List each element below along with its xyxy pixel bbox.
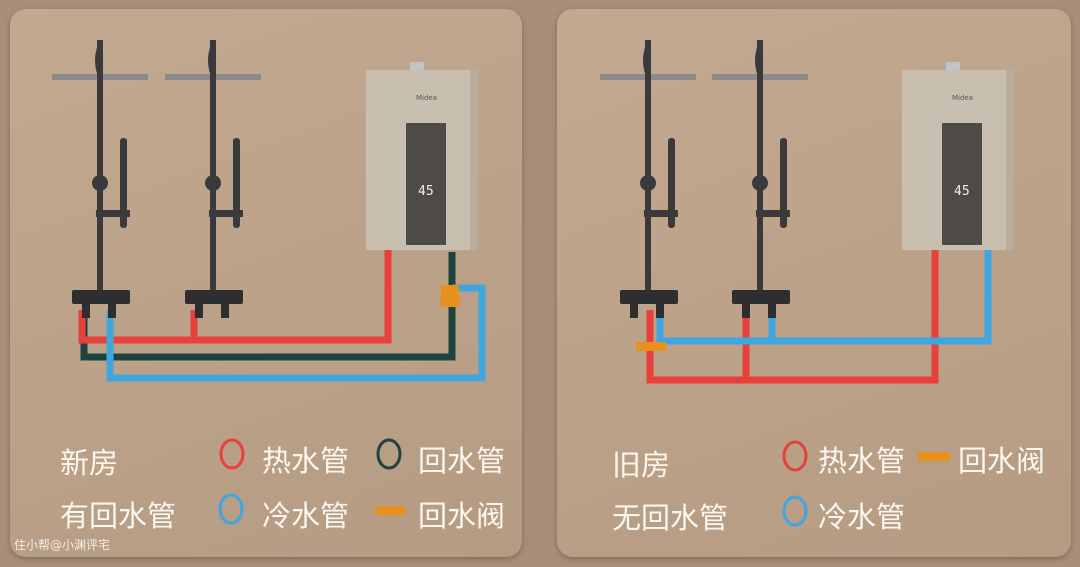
- return-status-yes: 有回水管: [60, 499, 177, 533]
- legend-hot: 热水管: [818, 444, 906, 478]
- legend-valve: 回水阀: [958, 444, 1046, 478]
- legend-hot: 热水管: [262, 444, 350, 478]
- house-type-new: 新房: [60, 446, 119, 480]
- hot-pipe: [78, 250, 392, 344]
- hot-drop-icon: [782, 440, 808, 472]
- cold-drop-icon: [218, 493, 244, 525]
- cold-pipe: [106, 284, 486, 382]
- shower-2: [163, 38, 263, 320]
- return-valve: [440, 285, 460, 307]
- legend-cold: 冷水管: [262, 499, 350, 533]
- water-heater: Midea 45: [902, 62, 1014, 250]
- return-status-no: 无回水管: [612, 501, 729, 535]
- heater-brand-logo: Midea: [416, 94, 437, 102]
- watermark: 住小帮@小渊评宅: [14, 538, 111, 552]
- return-valve: [636, 342, 666, 351]
- house-type-old: 旧房: [612, 448, 671, 482]
- valve-icon: [375, 506, 405, 515]
- shower-1: [50, 38, 150, 320]
- water-heater: Midea 45: [366, 62, 478, 250]
- valve-icon: [918, 452, 950, 461]
- cold-drop-icon: [782, 495, 808, 527]
- legend-cold: 冷水管: [818, 500, 906, 534]
- legend-valve: 回水阀: [418, 499, 506, 533]
- heater-brand-logo: Midea: [952, 94, 973, 102]
- shower-1: [598, 38, 698, 320]
- heater-display: 45: [418, 184, 434, 199]
- heater-display: 45: [954, 184, 970, 199]
- hot-pipe: [646, 250, 939, 384]
- legend-return: 回水管: [418, 444, 506, 478]
- cold-pipe: [656, 250, 992, 345]
- hot-drop-icon: [219, 438, 245, 470]
- shower-2: [710, 38, 810, 320]
- return-drop-icon: [376, 438, 402, 470]
